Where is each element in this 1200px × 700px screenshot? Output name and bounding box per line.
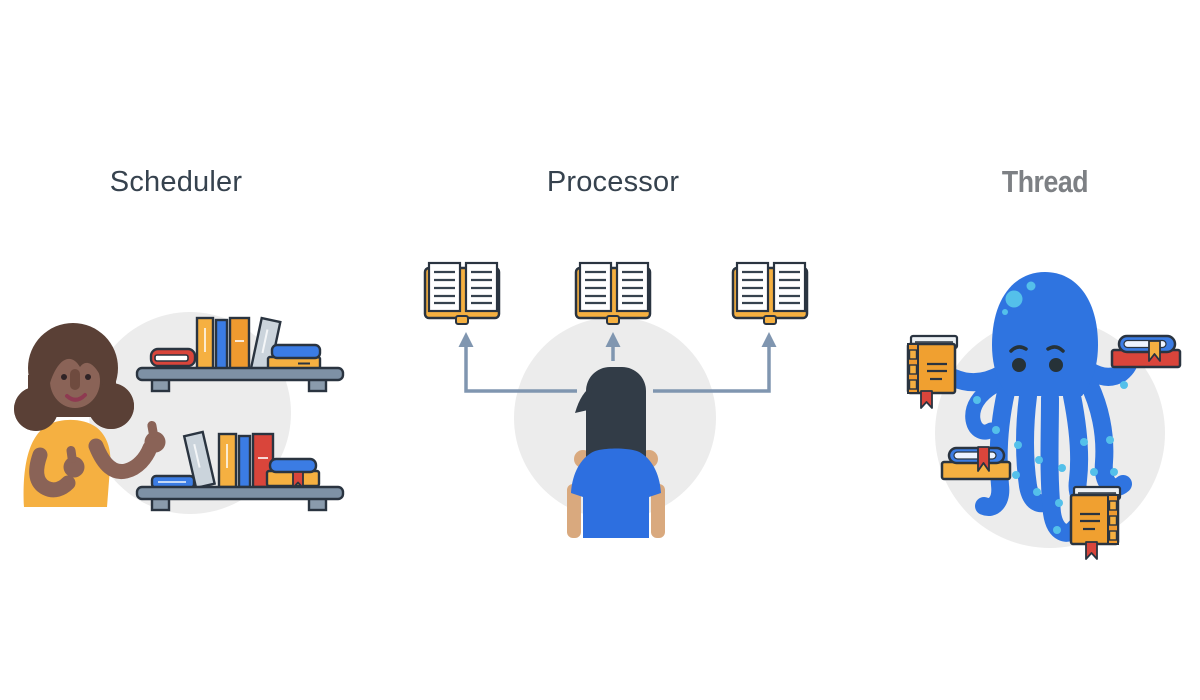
spine-segments <box>1108 500 1118 541</box>
open-book-left <box>423 261 501 325</box>
page-text-lines <box>434 270 492 305</box>
reader-figure <box>567 367 665 538</box>
book-upright-orange <box>228 316 251 371</box>
book-stack-flat <box>266 343 322 372</box>
tentacle-left-curl <box>965 378 1002 440</box>
octopus-eye <box>1012 358 1026 372</box>
red-bookmark <box>1085 541 1098 560</box>
arrow-right <box>653 347 771 393</box>
page-text-lines <box>742 270 800 305</box>
tentacle-hanging <box>1040 389 1084 542</box>
page-text-lines <box>585 270 643 305</box>
librarian-mouth <box>65 393 87 402</box>
librarian-hair-curl <box>14 387 58 431</box>
librarian-fist <box>63 456 85 478</box>
scheduler-illustration <box>14 312 345 514</box>
reader-shirt <box>571 448 661 538</box>
dispatch-arrows <box>458 332 777 393</box>
open-book-right <box>731 261 809 325</box>
tentacle-hanging <box>975 383 1015 516</box>
cover-text-lines <box>927 362 947 381</box>
librarian-thumb <box>66 445 77 463</box>
red-bookmark <box>292 471 304 489</box>
octopus-eyebrow <box>1046 345 1065 353</box>
book-stack-flat-with-bookmark <box>265 457 321 489</box>
book-upright-yellow <box>217 432 238 489</box>
tentacle-hanging <box>1016 387 1058 513</box>
red-bookmark <box>920 390 933 409</box>
octopus-eyebrow <box>1009 345 1028 353</box>
book-flat-red <box>149 347 197 368</box>
red-bookmark <box>977 446 990 472</box>
book-bottom-left-stack <box>940 446 1012 481</box>
book-upright-yellow <box>195 316 215 371</box>
book-top-left-upright <box>906 334 959 409</box>
octopus-eye <box>1049 358 1063 372</box>
bookmark-tab <box>763 315 777 325</box>
librarian-eye <box>85 374 91 380</box>
bookmark-tab <box>606 315 620 325</box>
book-upright-blue <box>237 434 252 489</box>
arrow-center-head <box>605 332 621 347</box>
bookshelf-bottom <box>135 430 345 512</box>
octopus-head-spots <box>1002 281 1036 315</box>
book-upright-blue <box>214 318 229 371</box>
shelf-board <box>135 485 345 501</box>
book-bottom-right-upright <box>1069 485 1122 560</box>
librarian-eye <box>61 374 67 380</box>
librarian-fist <box>144 431 166 453</box>
thread-illustration <box>906 272 1182 560</box>
shelf-board <box>135 366 345 382</box>
spine-segments <box>908 349 918 390</box>
yellow-bookmark <box>1148 340 1161 362</box>
book-tilted-gray <box>182 430 217 490</box>
arrow-left <box>464 347 577 393</box>
processor-label: Processor <box>546 166 680 198</box>
bookmark-tab <box>455 315 469 325</box>
librarian-arm-extended <box>88 438 158 480</box>
arrow-left-head <box>458 332 474 347</box>
processor-illustration <box>423 261 809 538</box>
librarian-bangs <box>49 339 102 383</box>
librarian-figure <box>14 323 166 507</box>
librarian-arm-bent <box>29 447 76 498</box>
thread-label: Thread <box>1001 164 1089 199</box>
librarian-thumb <box>147 420 158 438</box>
reader-arm <box>567 484 581 538</box>
tentacle-suckers <box>973 381 1128 534</box>
arrow-right-head <box>761 332 777 347</box>
librarian-hair-curl <box>88 383 134 429</box>
cover-text-lines <box>1080 512 1100 531</box>
octopus-head <box>992 272 1098 396</box>
reader-arm <box>651 484 665 538</box>
open-book-center <box>574 261 652 325</box>
scheduler-label: Scheduler <box>109 166 243 198</box>
book-top-right-stack <box>1110 334 1182 369</box>
librarian-nose <box>70 369 80 390</box>
bookshelf-top <box>135 316 345 393</box>
